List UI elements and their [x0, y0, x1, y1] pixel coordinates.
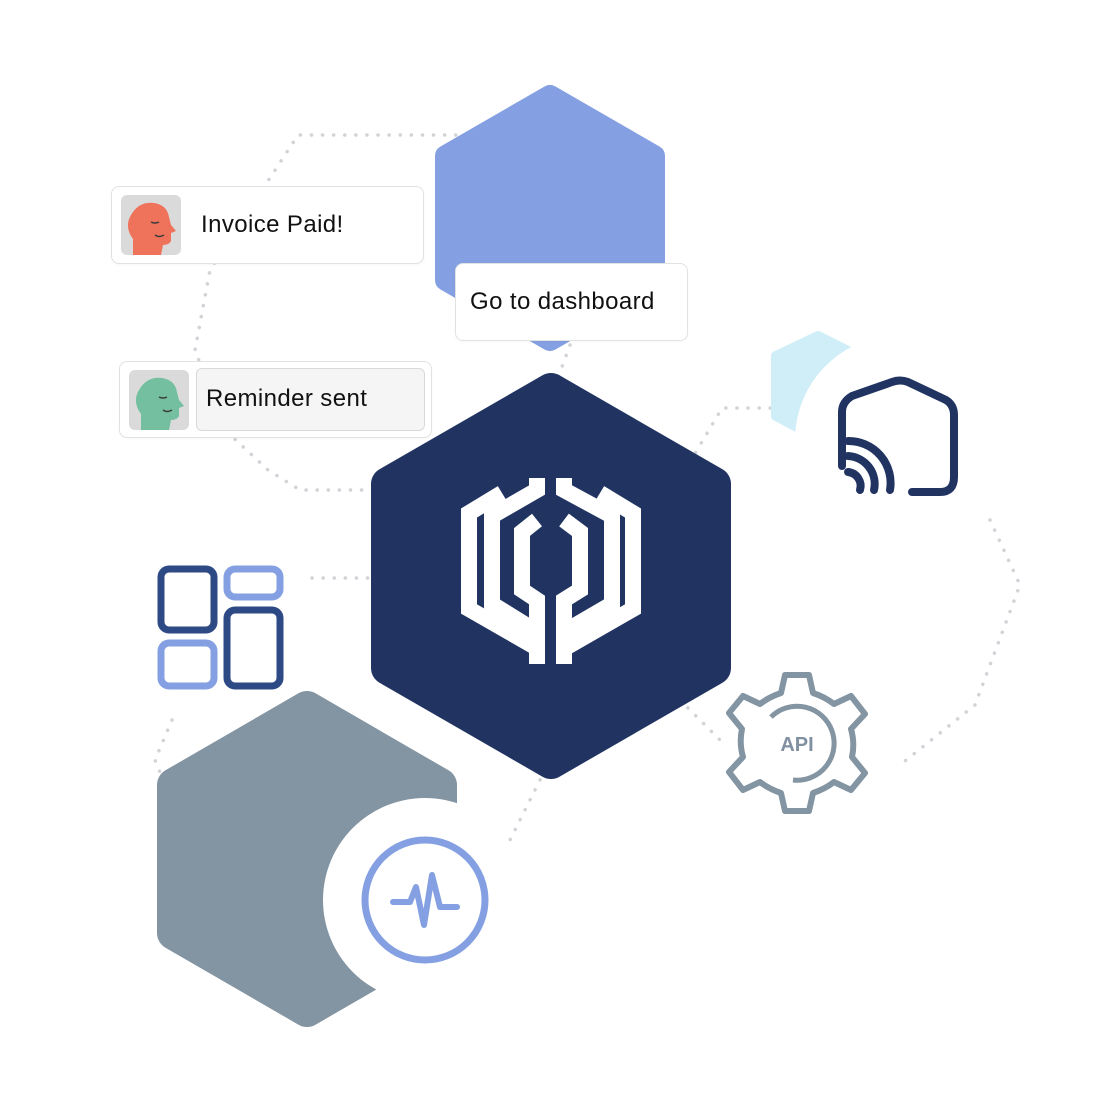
- dashboard-label: Go to dashboard: [470, 288, 655, 315]
- reminder-label: Reminder sent: [206, 385, 368, 412]
- avatar: [129, 370, 189, 430]
- go-to-dashboard-button[interactable]: Go to dashboard: [455, 263, 688, 341]
- reminder-notification-card: Reminder sent: [119, 361, 432, 438]
- logo-hex-icon: [371, 373, 731, 779]
- api-label: API: [780, 734, 813, 756]
- invoice-label: Invoice Paid!: [201, 211, 344, 238]
- avatar: [121, 195, 181, 255]
- pulse-monitor-icon: [361, 836, 489, 964]
- api-gear-icon: API: [726, 672, 868, 814]
- avatar-face-icon: [127, 202, 176, 255]
- invoice-notification-card: Invoice Paid!: [111, 186, 424, 264]
- avatar-face-icon: [135, 377, 184, 430]
- dashboard-layout-icon: [157, 565, 284, 690]
- smart-home-icon: [838, 376, 958, 496]
- smart-home-icon-backdrop: [795, 335, 1005, 545]
- reminder-chip: [196, 368, 425, 431]
